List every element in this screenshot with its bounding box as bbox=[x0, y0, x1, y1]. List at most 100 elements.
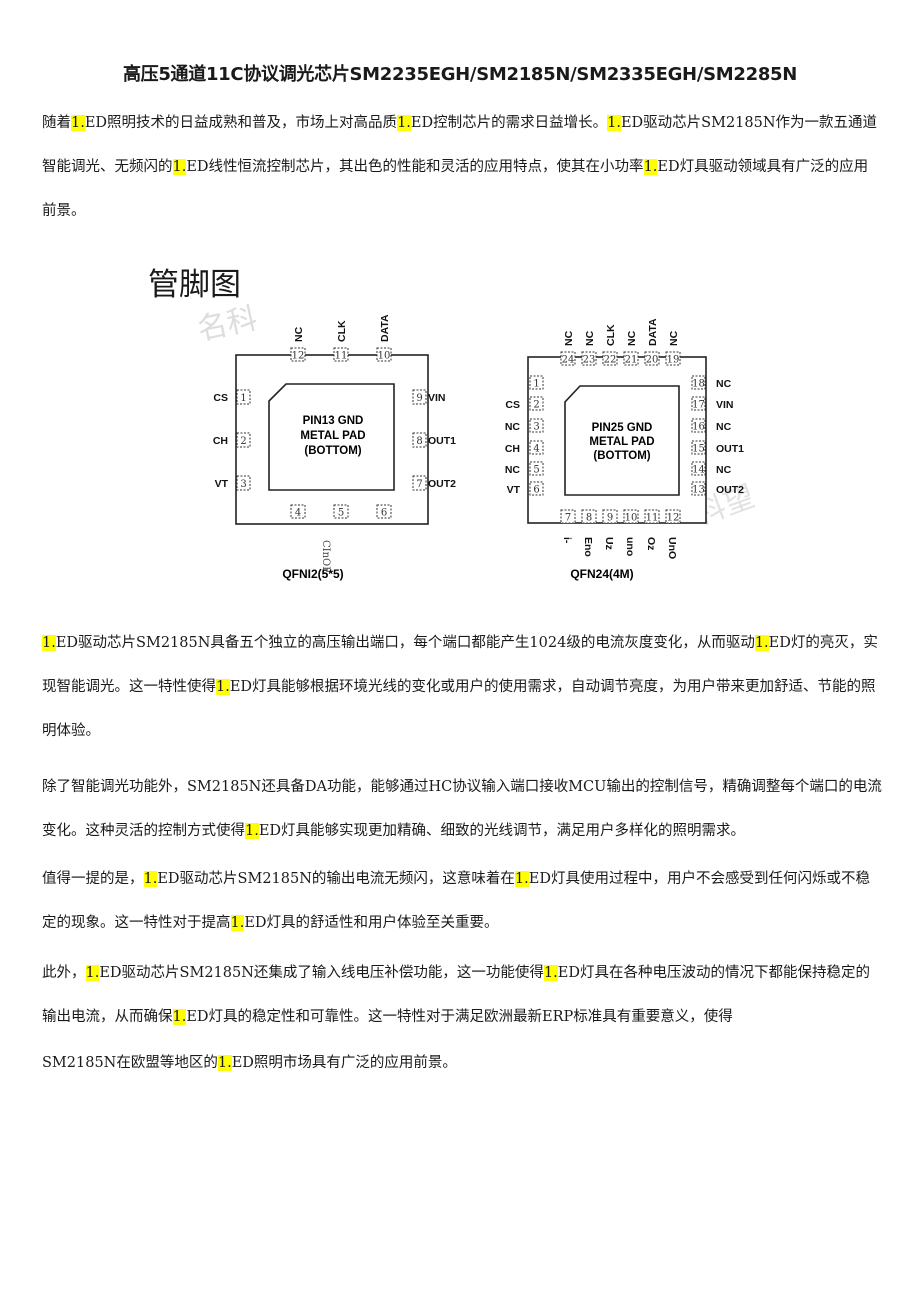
intro-paragraph: 随着1.ED照明技术的日益成熟和普及，市场上对高品质1.ED控制芯片的需求日益增… bbox=[42, 101, 882, 233]
pin-pad bbox=[290, 347, 306, 362]
paragraph-text: ED灯具使用过程中，用户不会感受到任何闪烁或不稳定的现象。这一特性对于提高 bbox=[42, 871, 870, 931]
pin-name: NC bbox=[716, 421, 732, 433]
highlight-mark: 1. bbox=[71, 115, 85, 131]
pin-name: Oz bbox=[645, 537, 657, 550]
body-paragraph: SM2185N在欧盟等地区的1.ED照明市场具有广泛的应用前景。 bbox=[42, 1041, 882, 1085]
highlight-mark: 1. bbox=[216, 679, 230, 695]
paragraph-text: ED照明市场具有广泛的应用前景。 bbox=[231, 1055, 457, 1071]
pin-diagram: 名科 科望 PIN13 GND METAL PAD (BOTTOM) 12NC1… bbox=[194, 301, 759, 581]
pin-name: NC bbox=[716, 378, 732, 390]
highlight-mark: 1. bbox=[754, 635, 769, 651]
pin-pad bbox=[376, 504, 392, 519]
pin-number: 19 bbox=[667, 355, 680, 366]
body-paragraph: 值得一提的是，1.ED驱动芯片SM2185N的输出电流无频闪，这意味着在1.ED… bbox=[42, 857, 882, 945]
paragraph-text: ED灯的亮灭，实现智能调光。这一特性使得 bbox=[42, 635, 878, 695]
pin-number: 9 bbox=[416, 393, 422, 404]
paragraph-text: ED灯具的稳定性和可靠性。这一特性对于满足欧洲最新ERP标准具有重要意义，使得 bbox=[186, 1009, 733, 1025]
paragraph-text: SM2185N在欧盟等地区的 bbox=[42, 1055, 218, 1071]
pin-number: 22 bbox=[604, 355, 617, 366]
paragraph-text: ED灯具能够实现更加精确、细致的光线调节，满足用户多样化的照明需求。 bbox=[258, 823, 746, 839]
pin-number: 18 bbox=[692, 379, 705, 390]
highlight-mark: 1. bbox=[607, 115, 621, 131]
paragraph-text: ED灯具在各种电压波动的情况下都能保持稳定的输出电流，从而确保 bbox=[42, 965, 870, 1025]
pad-label-line2: METAL PAD bbox=[300, 430, 365, 442]
pin-name: NC bbox=[584, 330, 596, 346]
section-heading: 管脚图 bbox=[148, 267, 241, 303]
pin-number: 10 bbox=[378, 351, 391, 362]
pin-number: 4 bbox=[533, 444, 539, 455]
pin-pad bbox=[581, 351, 597, 366]
pin-number: 24 bbox=[562, 355, 575, 366]
pin-name: NC bbox=[716, 464, 732, 476]
highlight-mark: 1. bbox=[42, 635, 56, 651]
pin-number: 21 bbox=[625, 355, 638, 366]
pin-pad bbox=[529, 461, 544, 476]
pin-pad bbox=[691, 461, 706, 476]
pad-label-line3: (BOTTOM) bbox=[593, 450, 650, 462]
pin-pad bbox=[560, 509, 576, 524]
bottom-note: CInOE bbox=[320, 540, 331, 574]
pin-number: 8 bbox=[416, 436, 422, 447]
highlight-mark: 1. bbox=[85, 965, 100, 981]
paragraph-text: 值得一提的是， bbox=[42, 871, 144, 887]
body-paragraph: 1.ED驱动芯片SM2185N具备五个独立的高压输出端口，每个端口都能产生102… bbox=[42, 621, 882, 753]
pin-number: 12 bbox=[292, 351, 305, 362]
pin-pad bbox=[644, 509, 660, 524]
pin-name: DATA bbox=[647, 318, 659, 346]
pin-pad bbox=[529, 396, 544, 411]
highlight-mark: 1. bbox=[643, 159, 658, 175]
highlight-mark: 1. bbox=[397, 115, 411, 131]
pin-name: NC bbox=[668, 330, 680, 346]
highlight-mark: 1. bbox=[230, 915, 245, 931]
paragraph-text: ED照明技术的日益成熟和普及，市场上对高品质 bbox=[84, 115, 398, 131]
body-paragraph: 除了智能调光功能外，SM2185N还具备DA功能，能够通过HC协议输入端口接收M… bbox=[42, 765, 882, 853]
paragraph-text: 此外， bbox=[42, 965, 86, 981]
pin-number: 15 bbox=[692, 444, 705, 455]
paragraph-text: ED驱动芯片SM2185N还集成了输入线电压补偿功能，这一功能使得 bbox=[99, 965, 544, 981]
pin-name: OUT1 bbox=[428, 435, 456, 447]
pin-name: VT bbox=[215, 478, 229, 490]
pin-pad bbox=[691, 481, 706, 496]
pin-pad bbox=[290, 504, 306, 519]
pin-pad bbox=[581, 509, 597, 524]
paragraph-text: ED灯具能够根据环境光线的变化或用户的使用需求，自动调节亮度，为用户带来更加舒适… bbox=[42, 679, 876, 739]
pin-pad bbox=[412, 432, 427, 448]
pin-name: Uz bbox=[603, 537, 615, 550]
pin-pad bbox=[529, 418, 544, 433]
pin-pad bbox=[236, 475, 251, 491]
highlight-mark: 1. bbox=[245, 823, 259, 839]
pin-pad bbox=[333, 347, 349, 362]
pin-name: CS bbox=[213, 392, 228, 404]
pin-name: CH bbox=[505, 443, 520, 455]
pin-number: 13 bbox=[692, 485, 705, 496]
paragraph-text: 随着 bbox=[42, 115, 71, 131]
pin-name: NC bbox=[505, 421, 521, 433]
highlight-mark: 1. bbox=[172, 1009, 187, 1025]
highlight-mark: 1. bbox=[543, 965, 558, 981]
paragraph-text: ED灯具驱动领域具有广泛的应用前景。 bbox=[42, 159, 869, 219]
pin-pad bbox=[602, 351, 618, 366]
pin-name: uno bbox=[624, 537, 636, 556]
qfn12-package: PIN13 GND METAL PAD (BOTTOM) 12NC11CLK10… bbox=[213, 314, 456, 581]
highlight-mark: 1. bbox=[172, 159, 187, 175]
pin-number: 20 bbox=[646, 355, 659, 366]
paragraph-text: ED驱动芯片SM2185N具备五个独立的高压输出端口，每个端口都能产生1024级… bbox=[55, 635, 755, 651]
pin-number: 7 bbox=[416, 479, 422, 490]
paragraph-text: ED驱动芯片SM2185N作为一款五通道智能调光、无频闪的 bbox=[42, 115, 878, 175]
pin-name: NC bbox=[563, 330, 575, 346]
pin-pad bbox=[691, 418, 706, 433]
pin-pad bbox=[665, 351, 681, 366]
pin-number: 6 bbox=[381, 508, 387, 519]
qfn12-caption: QFNI2(5*5) bbox=[282, 567, 343, 581]
pad-label-line2: METAL PAD bbox=[589, 436, 654, 448]
pin-pad bbox=[560, 351, 576, 366]
pin-pad bbox=[412, 389, 427, 405]
pin-pad bbox=[333, 504, 349, 519]
pin-number: 7 bbox=[565, 513, 571, 524]
pad-label-line1: PIN13 GND bbox=[303, 415, 364, 427]
pin-pad bbox=[623, 509, 639, 524]
qfn24-caption: QFN24(4M) bbox=[570, 567, 633, 581]
pin-pad bbox=[376, 347, 392, 362]
pin-number: 11 bbox=[335, 351, 348, 362]
pin-pad bbox=[602, 509, 618, 524]
